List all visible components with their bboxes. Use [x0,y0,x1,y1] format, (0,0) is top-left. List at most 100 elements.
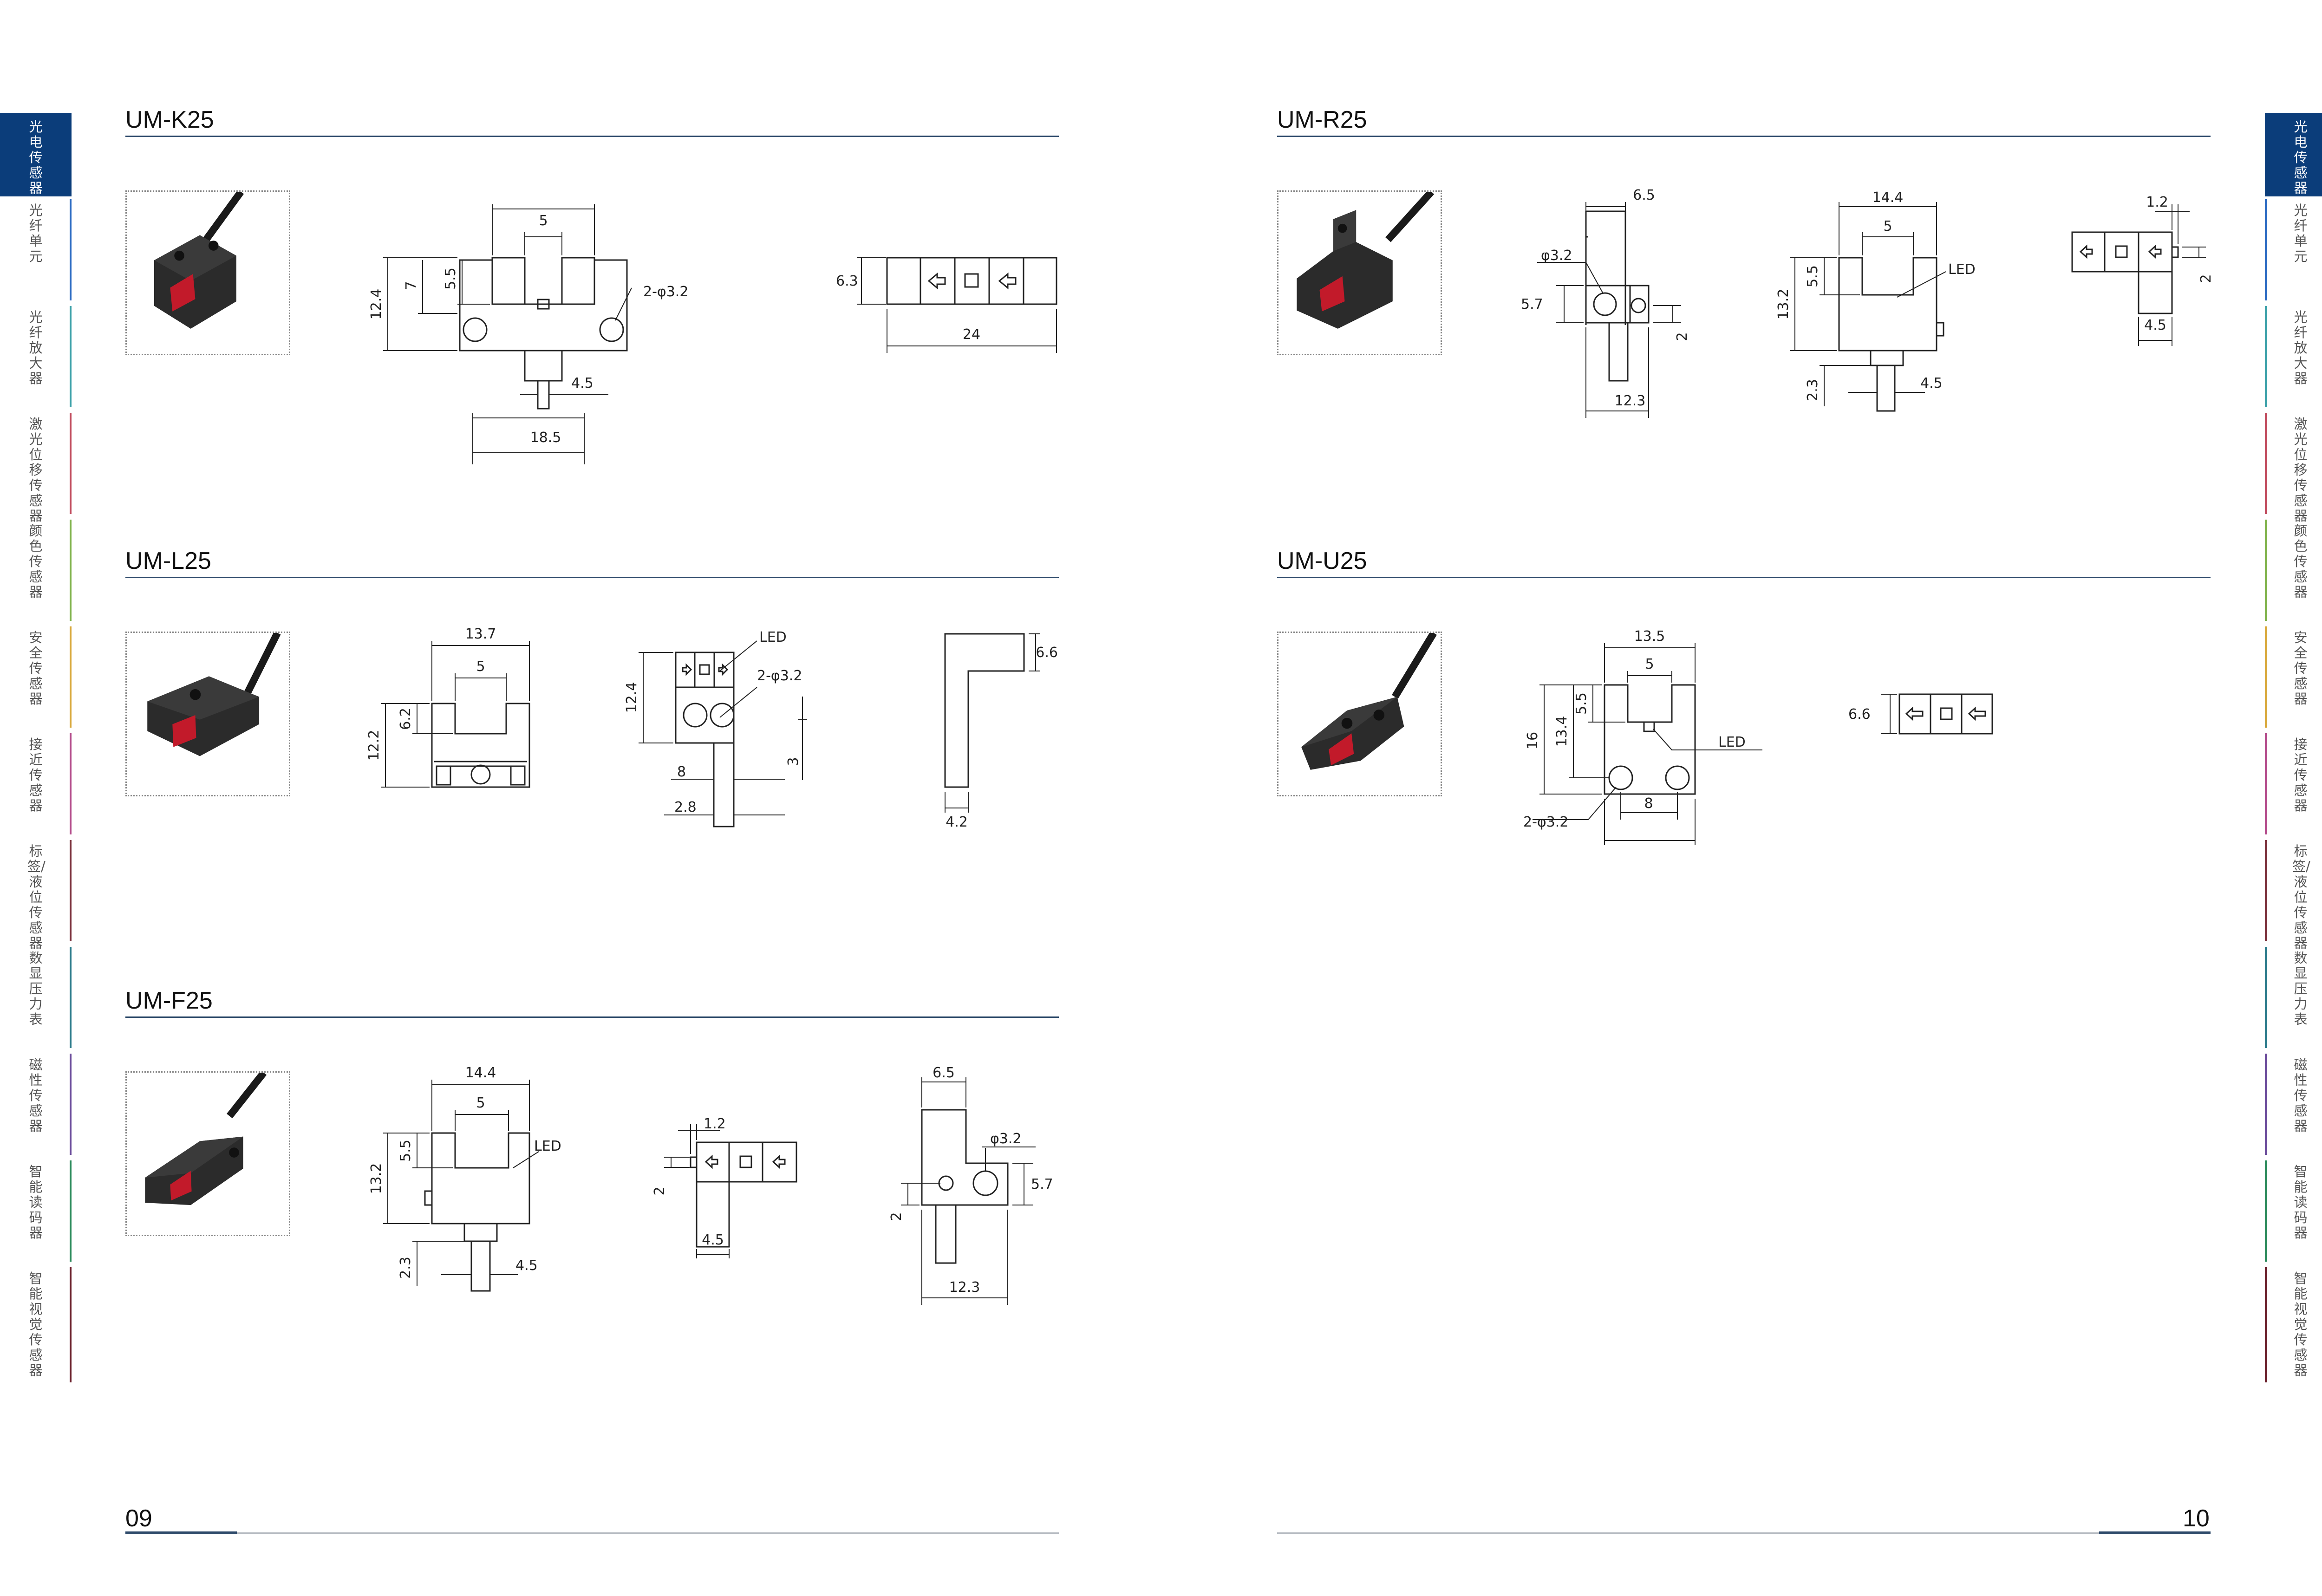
category-color-bar [2265,520,2267,621]
dimension-label: 5 [476,1095,485,1111]
category-color-bar [2265,840,2267,941]
category-tab[interactable]: 安全传感器 [0,624,72,730]
dimension-label: φ3.2 [990,1131,1022,1147]
dimension-label: 4.2 [946,814,968,830]
dimension-label: 12.4 [368,289,385,320]
k25-front-view-drawing: 5 12.4 7 5.5 2-φ3.2 4.5 18.5 [368,204,688,464]
category-color-bar [2265,306,2267,407]
category-color-bar [2265,733,2267,834]
category-tab[interactable]: 光电传感器 [2265,113,2322,196]
dimension-label: 8 [1644,795,1653,812]
category-tab[interactable]: 光电传感器 [0,113,72,196]
category-tab-label: 激光位移传感器 [2294,416,2308,524]
dimension-label: 5.5 [398,1140,414,1162]
category-tab[interactable]: 安全传感器 [2265,624,2322,730]
category-tab-label: 光纤放大器 [29,309,43,386]
category-tab[interactable]: 激光位移传感器 [2265,410,2322,524]
category-tab[interactable]: 光纤单元 [0,196,72,303]
category-tab-label: 数显压力表 [29,950,43,1027]
dimension-label: 2-φ3.2 [757,668,802,684]
category-tab[interactable]: 磁性传感器 [0,1051,72,1158]
category-color-bar [2265,947,2267,1048]
category-tab[interactable]: 智能读码器 [0,1158,72,1264]
l25-side-view-drawing: 6.6 4.2 [944,633,1058,830]
section-rule [125,1016,1059,1018]
f25-top-view-drawing: 1.2 2 4.5 [652,1116,797,1258]
category-tab-label: 颜色传感器 [2294,523,2308,600]
l25-top-view-drawing: LED 12.4 2-φ3.2 8 3 2.8 [624,629,807,827]
section-title-um-l25: UM-L25 [125,547,211,574]
category-tab[interactable]: 光纤单元 [2265,196,2322,303]
category-color-bar [70,1160,72,1262]
category-tab-label: 智能读码器 [29,1164,43,1241]
dimension-label: 4.5 [1920,375,1943,391]
category-tab[interactable]: 接近传感器 [0,730,72,837]
dimension-label: 3 [785,757,802,766]
footer-rule-left [125,1532,1059,1534]
category-tab[interactable]: 数显压力表 [0,944,72,1051]
page-number-left: 09 [125,1505,152,1532]
category-color-bar [70,947,72,1048]
category-tab[interactable]: 智能视觉传感器 [0,1264,72,1385]
category-tab[interactable]: 标签/液位传感器 [2265,837,2322,951]
dimension-label: 5 [1883,218,1892,235]
dimension-label: 5.5 [1573,692,1590,715]
category-tab-label: 数显压力表 [2294,950,2308,1027]
dimension-label: 6.6 [1036,645,1058,661]
dimension-label: 4.5 [515,1257,538,1274]
r25-front-view-drawing: 14.4 5 LED 13.2 5.5 2.3 4.5 [1775,189,1976,412]
dimension-label: 8 [677,764,686,780]
dimension-label: φ3.2 [1541,248,1572,264]
dimension-label: 2 [2198,274,2214,283]
dimension-label: 13.4 [1554,716,1570,747]
dimension-label: LED [534,1138,561,1154]
category-tab[interactable]: 激光位移传感器 [0,410,72,524]
category-color-bar [2265,1054,2267,1155]
dimension-label: 6.2 [398,708,414,730]
sensor-photo-icon [145,1070,267,1205]
category-tab-label: 颜色传感器 [29,523,43,600]
dimension-label: 5.5 [443,267,459,290]
category-tab-label: 标签/液位传感器 [27,843,46,951]
dimension-label: 13.2 [1775,289,1792,320]
dimension-label: LED [759,629,787,645]
category-color-bar [70,1054,72,1155]
category-tab-label: 智能视觉传感器 [29,1270,43,1378]
dimension-label: 4.5 [571,375,594,391]
category-tab[interactable]: 光纤放大器 [0,303,72,410]
dimension-label: 12.2 [366,730,382,761]
category-tab[interactable]: 颜色传感器 [2265,517,2322,624]
product-photo-um-f25 [125,1070,290,1236]
category-tab[interactable]: 接近传感器 [2265,730,2322,837]
category-tab[interactable]: 标签/液位传感器 [0,837,72,951]
u25-front-view-drawing: 13.5 5 LED 16 13.4 5.5 2-φ3.2 8 [1523,628,1762,845]
dimension-label: 12.3 [949,1279,980,1296]
dimension-label: LED [1718,734,1746,750]
dimension-label: 1.2 [2146,194,2168,210]
category-color-bar [70,1267,72,1382]
dimension-label: 2 [888,1212,905,1221]
dimension-label: 24 [963,326,980,343]
f25-front-view-drawing: 14.4 5 LED 13.2 5.5 2.3 4.5 [368,1065,561,1292]
category-tab[interactable]: 智能读码器 [2265,1158,2322,1264]
category-sidebar-left: 光电传感器光纤单元光纤放大器激光位移传感器颜色传感器安全传感器接近传感器标签/液… [0,113,72,1385]
category-tab[interactable]: 智能视觉传感器 [2265,1264,2322,1385]
dimension-label: 6.3 [836,273,858,289]
category-color-bar [70,840,72,941]
dimension-label: 13.2 [368,1163,385,1194]
dimension-label: 2-φ3.2 [643,284,688,300]
dimension-label: 2 [652,1186,668,1195]
category-tab[interactable]: 数显压力表 [2265,944,2322,1051]
category-tab[interactable]: 磁性传感器 [2265,1051,2322,1158]
category-tab[interactable]: 颜色传感器 [0,517,72,624]
category-tab-label: 激光位移传感器 [29,416,43,524]
dimension-label: 14.4 [465,1065,496,1081]
dimension-label: 4.5 [702,1232,724,1248]
category-tab-label: 光纤放大器 [2294,309,2308,386]
footer-rule-right [1277,1532,2211,1534]
section-title-um-f25: UM-F25 [125,987,213,1014]
category-tab-label: 接近传感器 [29,736,43,814]
category-tab[interactable]: 光纤放大器 [2265,303,2322,410]
section-rule [125,577,1059,578]
f25-side-view-drawing: 6.5 φ3.2 5.7 2 12.3 [888,1065,1053,1305]
